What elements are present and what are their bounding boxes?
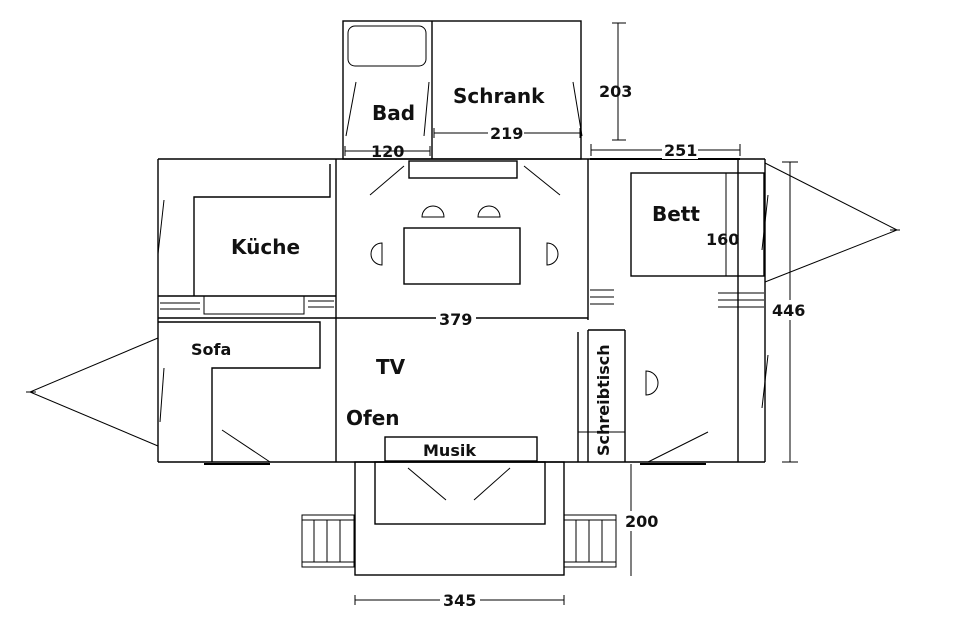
tow-hitch-left <box>26 337 159 447</box>
dim-120: 120 <box>371 142 404 161</box>
room-label-musik: Musik <box>423 441 476 460</box>
kitchen-counter <box>157 164 336 319</box>
tow-hitch-right <box>764 162 900 283</box>
room-label-schreibtisch: Schreibtisch <box>594 344 613 456</box>
bed <box>590 158 769 308</box>
dining-area <box>369 160 561 285</box>
dim-160: 160 <box>706 230 739 249</box>
room-label-kueche: Küche <box>231 235 300 259</box>
room-label-bad: Bad <box>372 101 415 125</box>
dim-203: 203 <box>599 82 632 101</box>
room-label-bett: Bett <box>652 202 700 226</box>
dim-219: 219 <box>490 124 523 143</box>
dim-446: 446 <box>772 301 805 320</box>
dim-345: 345 <box>443 591 476 610</box>
dim-200: 200 <box>625 512 658 531</box>
dim-251: 251 <box>664 141 697 160</box>
right-lower-room <box>578 354 769 465</box>
room-label-tv: TV <box>376 355 406 379</box>
room-label-schrank: Schrank <box>453 84 545 108</box>
bottom-porch <box>301 436 617 576</box>
dim-379: 379 <box>439 310 472 329</box>
main-walls <box>157 158 766 463</box>
room-label-sofa: Sofa <box>191 340 231 359</box>
sofa <box>158 321 321 465</box>
room-label-ofen: Ofen <box>346 406 400 430</box>
